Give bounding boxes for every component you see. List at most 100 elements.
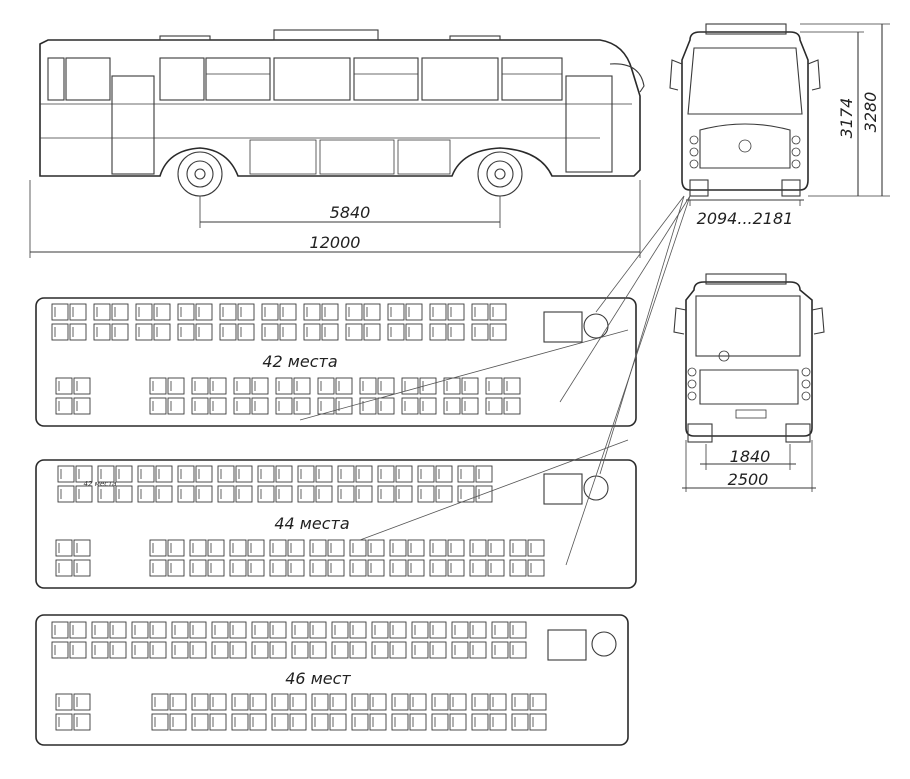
seat: [69, 641, 87, 659]
seat: [229, 539, 247, 557]
seat: [429, 621, 447, 639]
seat: [303, 323, 321, 341]
seat: [289, 713, 307, 731]
seat: [351, 713, 369, 731]
seat: [287, 559, 305, 577]
seat: [487, 559, 505, 577]
seat: [449, 693, 467, 711]
seat: [503, 377, 521, 395]
seat: [177, 323, 195, 341]
seat: [229, 559, 247, 577]
seat: [195, 465, 213, 483]
seat: [257, 465, 275, 483]
seat: [451, 621, 469, 639]
seat: [287, 539, 305, 557]
seat: [109, 621, 127, 639]
height-3174-dimension: 3174: [837, 98, 856, 139]
front-view: 2094...2181 3174 3280: [669, 23, 890, 228]
seat: [69, 323, 87, 341]
seat: [367, 539, 385, 557]
seat: [261, 303, 279, 321]
seat: [335, 377, 353, 395]
layout-caption-42: 42 места: [262, 352, 337, 371]
seat: [471, 693, 489, 711]
seat: [485, 377, 503, 395]
seat: [489, 323, 507, 341]
seat: [429, 641, 447, 659]
seat: [447, 559, 465, 577]
seat: [321, 323, 339, 341]
seat: [97, 485, 115, 503]
seat: [349, 539, 367, 557]
seat: [111, 303, 129, 321]
wheelbase-dimension: 5840: [330, 203, 371, 222]
seat: [233, 377, 251, 395]
seat: [247, 559, 265, 577]
seat: [303, 303, 321, 321]
side-view: 5840 12000: [29, 29, 645, 258]
seat: [55, 539, 73, 557]
seat: [411, 621, 429, 639]
seat: [271, 713, 289, 731]
seat: [209, 397, 227, 415]
seat: [275, 485, 293, 503]
seat: [269, 559, 287, 577]
seat: [409, 693, 427, 711]
seat: [137, 465, 155, 483]
seat: [529, 693, 547, 711]
seat: [73, 397, 91, 415]
seat: [471, 713, 489, 731]
seat: [369, 713, 387, 731]
seat: [51, 641, 69, 659]
seat: [69, 303, 87, 321]
seat: [321, 303, 339, 321]
seat: [469, 621, 487, 639]
seat: [155, 465, 173, 483]
seat: [261, 323, 279, 341]
seat: [431, 693, 449, 711]
seat: [345, 323, 363, 341]
seat: [171, 621, 189, 639]
seat: [447, 323, 465, 341]
seat: [51, 303, 69, 321]
seat: [447, 539, 465, 557]
seat: [247, 539, 265, 557]
seat: [389, 559, 407, 577]
seat: [55, 377, 73, 395]
seat: [153, 303, 171, 321]
seat: [279, 303, 297, 321]
seat: [189, 621, 207, 639]
seat: [51, 323, 69, 341]
seat: [249, 713, 267, 731]
seat: [509, 559, 527, 577]
seat: [189, 539, 207, 557]
seat: [377, 377, 395, 395]
seat: [491, 621, 509, 639]
seat: [169, 713, 187, 731]
seat: [195, 485, 213, 503]
layout-note-44: 42 места: [84, 480, 117, 488]
seat: [275, 377, 293, 395]
seat: [57, 465, 75, 483]
floor-plan-42: 42 места: [35, 297, 637, 427]
seat: [251, 377, 269, 395]
front-track-dimension: 2094...2181: [697, 209, 794, 228]
seat: [131, 621, 149, 639]
seat: [461, 377, 479, 395]
seat: [149, 621, 167, 639]
seat: [435, 485, 453, 503]
seat: [297, 485, 315, 503]
seat: [269, 641, 287, 659]
seat: [509, 539, 527, 557]
seat: [209, 693, 227, 711]
seat: [443, 397, 461, 415]
seat: [395, 465, 413, 483]
seat: [377, 465, 395, 483]
seat: [233, 397, 251, 415]
seat: [275, 465, 293, 483]
seat: [527, 539, 545, 557]
seat: [235, 465, 253, 483]
seat: [489, 713, 507, 731]
seat: [389, 621, 407, 639]
seat: [279, 323, 297, 341]
